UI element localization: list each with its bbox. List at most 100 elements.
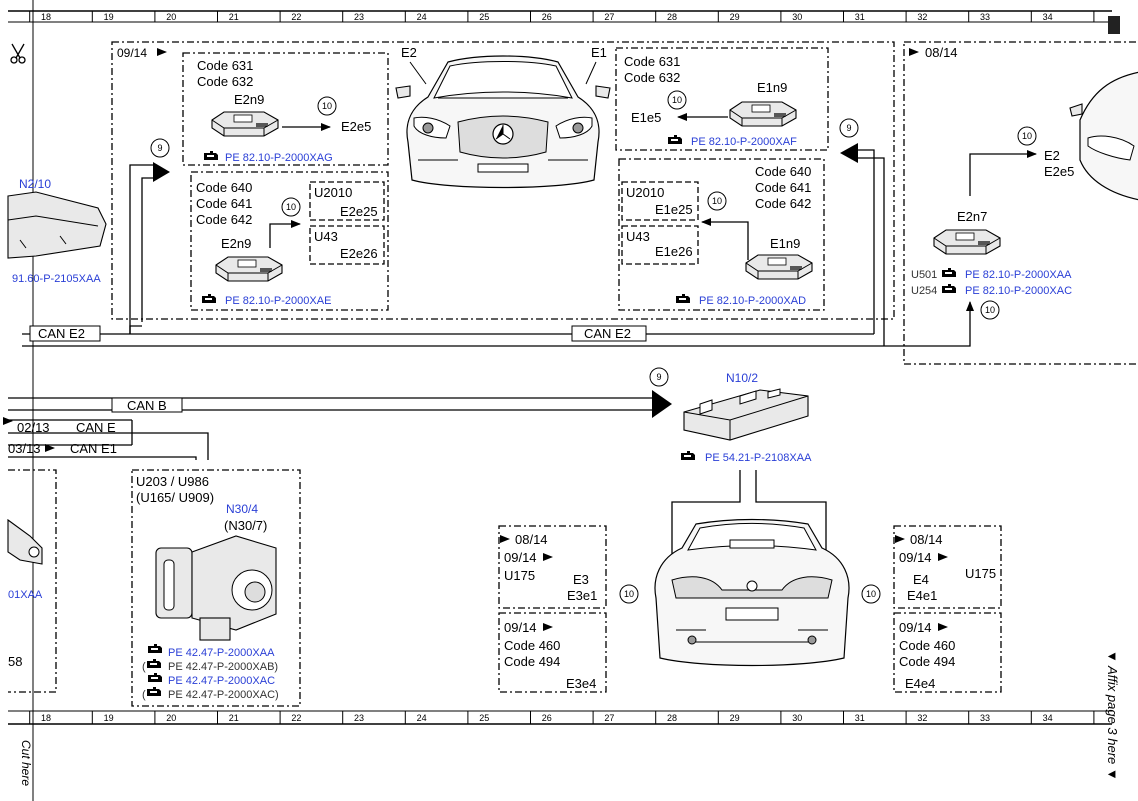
e2e26: E2e26 [340,246,378,261]
rl-e3: E3 [573,572,589,587]
ref-link[interactable]: PE 82.10-P-2000XAE [225,295,331,307]
svg-text:9: 9 [157,143,162,153]
device-e2n9-bottom: E2n9 [221,236,251,251]
cut-here-label: Cut here [19,740,33,786]
abs-unit-image [155,535,277,641]
ref-link[interactable]: PE 82.10-P-2000XAC [965,285,1072,297]
code-642-right: Code 642 [755,196,811,211]
n30-ref-3[interactable]: PE 42.47-P-2000XAC [168,675,275,687]
svg-text:10: 10 [624,589,634,599]
n30-ref-4[interactable]: PE 42.47-P-2000XAC) [168,689,279,701]
ruler-number: 28 [667,713,677,723]
can-e-label: CAN E [76,420,116,435]
ruler-number: 18 [41,12,51,22]
ruler-number: 19 [104,713,114,723]
box-e1n9-codes-631 [615,47,829,151]
svg-text:10: 10 [712,196,722,206]
hand-pointer-icon [147,659,161,668]
rl-code-494: Code 494 [504,654,560,669]
can-e1-label: CAN E1 [70,441,117,456]
can-b-arrow-icon [652,390,672,418]
box-e2n9-codes-631 [182,52,389,166]
ref-link[interactable]: PE 82.10-P-2000XAA [965,269,1072,281]
e2n7-module-icon [933,229,1001,255]
ruler-number: 26 [542,713,552,723]
code-632-right: Code 632 [624,70,680,85]
label-e1: E1 [591,45,607,60]
rear-right-top-box [893,525,1002,609]
hand-pointer-icon [676,294,690,303]
ruler-number: 30 [792,12,802,22]
rl-code: U175 [504,568,535,583]
target-e2e5: E2e5 [341,119,371,134]
u43-right: U43 [626,229,650,244]
code-641-right: Code 641 [755,180,811,195]
rear-car-image [654,518,850,667]
rear-right-bottom-box [893,612,1002,693]
ref-link[interactable]: PE 82.10-P-2000XAD [699,295,806,307]
n30-ref-2[interactable]: PE 42.47-P-2000XAB) [168,661,278,673]
rr-date1: 08/14 [910,532,943,547]
n10-2-ref[interactable]: PE 54.21-P-2108XAA [705,452,812,464]
can-e2-mid-label: CAN E2 [584,326,631,341]
target-e1e5: E1e5 [631,110,661,125]
svg-text:10: 10 [1022,131,1032,141]
hand-pointer-icon [148,644,162,653]
ruler-number: 24 [417,713,427,723]
device-e1n9-bottom: E1n9 [770,236,800,251]
right-group-box [903,41,1138,365]
rr-e4: E4 [913,572,929,587]
can-b-label: CAN B [127,398,167,413]
svg-text:10: 10 [672,95,682,105]
right-connector-arrow-icon [840,143,858,163]
rl-date3: 09/14 [504,620,537,635]
ruler-number: 34 [1043,713,1053,723]
left-connector-arrow-icon [153,162,170,182]
right-target-e2e5: E2e5 [1044,164,1074,179]
ruler-number: 18 [41,713,51,723]
hand-pointer-icon [681,451,695,460]
ruler-number: 26 [542,12,552,22]
paren-open: ( [142,661,146,673]
left-num-partial: 58 [8,654,22,669]
n2-10-ref[interactable]: 91.60-P-2105XAA [12,273,101,285]
svg-text:10: 10 [286,202,296,212]
top-group-box [111,41,895,320]
code-0313: 03/13 [8,441,41,456]
left-partial-module-image [7,518,43,565]
ruler-number: 20 [166,12,176,22]
u43-left: U43 [314,229,338,244]
ruler-number: 20 [166,713,176,723]
hand-pointer-icon [668,135,682,144]
box-e1n9-codes-640 [618,158,825,311]
n10-2-module-image [683,388,809,441]
device-e2n7: E2n7 [957,209,987,224]
code-0213: 02/13 [17,420,50,435]
can-e2-left-label: CAN E2 [38,326,85,341]
svg-text:10: 10 [985,305,995,315]
rr-date2: 09/14 [899,550,932,565]
ref-link[interactable]: PE 82.10-P-2000XAF [691,136,797,148]
n30-4-label: N30/4 [226,502,258,516]
scissors-icon [10,43,26,64]
box-e2n9-codes-640 [190,171,389,311]
right-target-e2: E2 [1044,148,1060,163]
u2010-right: U2010 [626,185,664,200]
ruler-number: 22 [291,12,301,22]
n2-10-label: N2/10 [19,177,51,191]
affix-label: ▼ Affix page 3 here ▼ [1105,650,1120,781]
rear-left-bottom-box [498,612,607,693]
ref-link[interactable]: PE 82.10-P-2000XAG [225,152,333,164]
rl-code-460: Code 460 [504,638,560,653]
paren-open: ( [142,689,146,701]
left-ref-partial[interactable]: 01XAA [8,589,43,601]
n30-7-label: (N30/7) [224,518,267,533]
ruler-number: 29 [730,713,740,723]
right-car-image [1069,71,1138,201]
rr-code: U175 [965,566,996,581]
svg-text:10: 10 [866,589,876,599]
n30-ref-1[interactable]: PE 42.47-P-2000XAA [168,647,275,659]
